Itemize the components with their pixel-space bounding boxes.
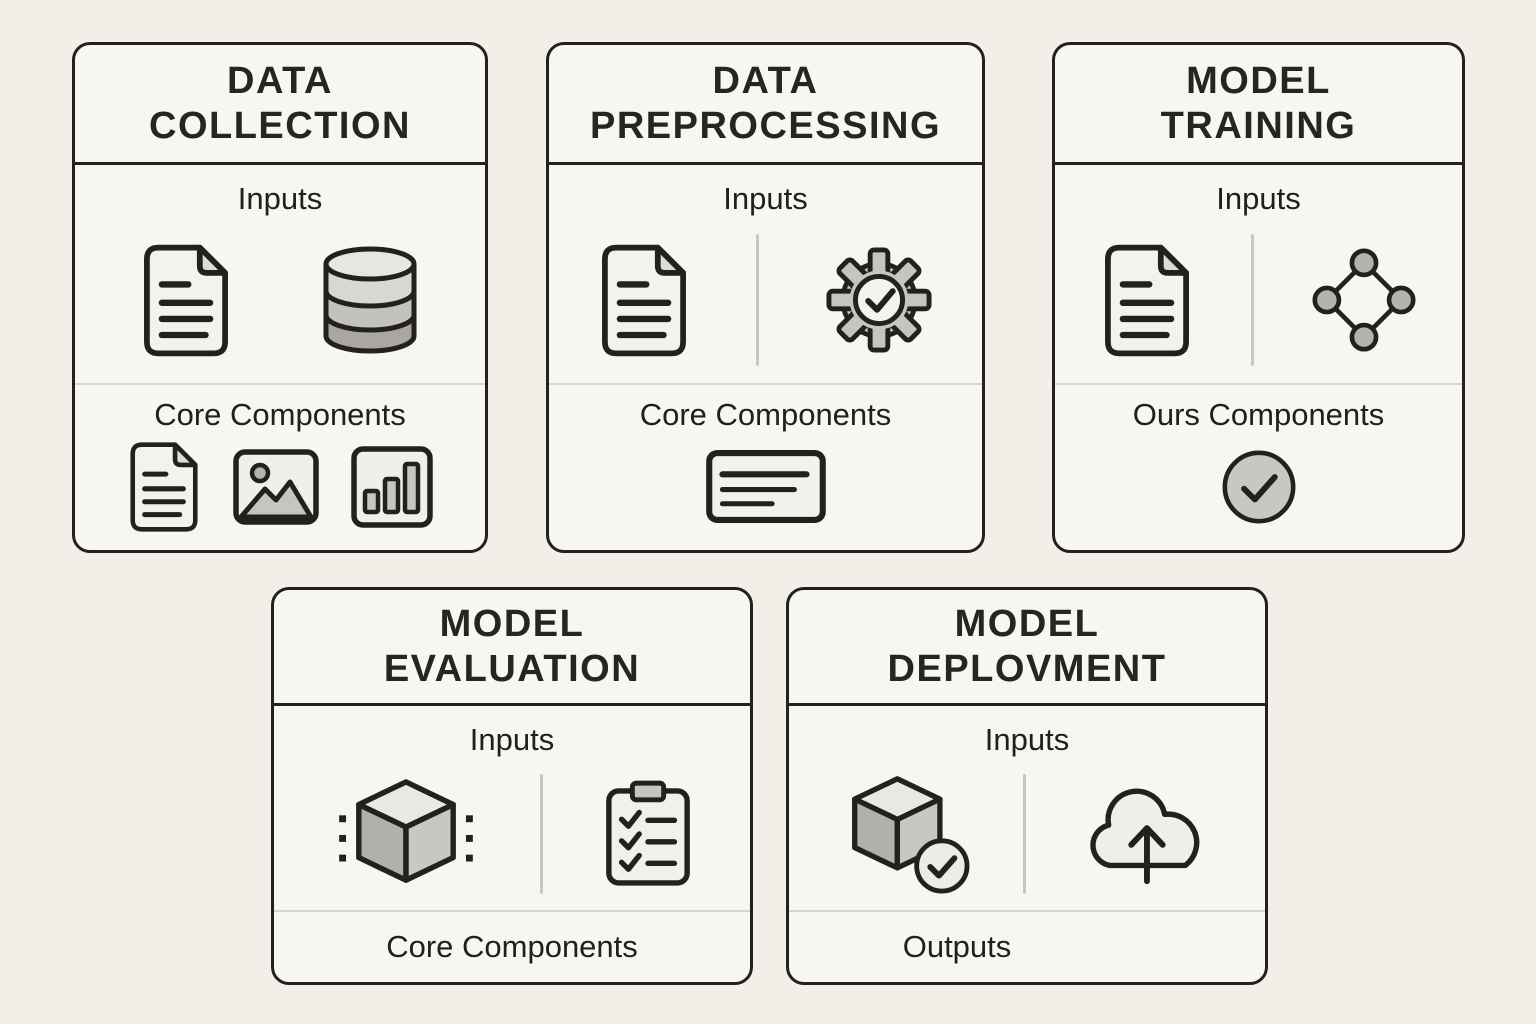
card-title-line2: DEPLOVMENT [887, 647, 1167, 690]
card-title-line1: DATA [712, 59, 819, 102]
image-icon [232, 448, 320, 526]
section-label-core-components: Core Components [639, 397, 892, 432]
core-icons [1055, 433, 1462, 540]
card-title: MODEL DEPLOVMENT [789, 590, 1265, 706]
core-icons [75, 433, 485, 540]
document-icon [1101, 243, 1193, 358]
section-label-inputs: Inputs [984, 722, 1070, 757]
input-divider [756, 234, 759, 366]
card-title-line1: DATA [227, 59, 333, 102]
input-divider [1251, 234, 1254, 366]
card-title-line2: EVALUATION [383, 647, 641, 690]
inputs-icons [549, 217, 982, 383]
network-nodes-icon [1312, 248, 1416, 352]
section-label-inputs: Inputs [237, 181, 323, 216]
document-icon [126, 441, 202, 533]
clipboard-checklist-icon [603, 779, 693, 889]
card-title-line1: MODEL [439, 602, 585, 645]
card-model-training: MODEL TRAINING Inputs Ours Components [1052, 42, 1465, 553]
inputs-section: Inputs [75, 165, 485, 383]
check-circle-icon [1219, 447, 1299, 527]
section-label-ours-components: Ours Components [1132, 397, 1385, 432]
card-title: MODEL EVALUATION [274, 590, 750, 706]
card-title: DATA COLLECTION [75, 45, 485, 165]
core-components-section: Core Components [75, 383, 485, 550]
section-label-inputs: Inputs [1216, 181, 1301, 216]
document-icon [140, 243, 232, 358]
inputs-icons [274, 758, 750, 910]
card-data-preprocessing: DATA PREPROCESSING Inputs Core Component… [546, 42, 985, 553]
gear-check-icon [825, 246, 933, 354]
database-icon [320, 244, 420, 356]
document-icon [598, 243, 690, 358]
inputs-section: Inputs [789, 706, 1265, 910]
card-title-line1: MODEL [954, 602, 1100, 645]
inputs-icons [789, 758, 1265, 910]
input-divider [539, 774, 543, 894]
core-icons [549, 433, 982, 540]
bar-chart-icon [350, 445, 434, 529]
section-label-inputs: Inputs [469, 722, 555, 757]
card-title-line2: PREPROCESSING [589, 104, 942, 147]
core-components-section: Core Components [274, 910, 750, 982]
card-model-evaluation: MODEL EVALUATION Inputs Core Components [271, 587, 753, 985]
inputs-section: Inputs [274, 706, 750, 910]
inputs-icons [75, 217, 485, 383]
card-title: MODEL TRAINING [1055, 45, 1462, 165]
core-components-section: Core Components [549, 383, 982, 550]
outputs-section: Outputs [789, 910, 1265, 982]
card-title-line2: TRAINING [1160, 104, 1357, 147]
inputs-section: Inputs [1055, 165, 1462, 383]
cloud-upload-icon [1076, 779, 1214, 889]
card-data-collection: DATA COLLECTION Inputs Core Components [72, 42, 488, 553]
ours-components-section: Ours Components [1055, 383, 1462, 550]
inputs-icons [1055, 217, 1462, 383]
card-title: DATA PREPROCESSING [549, 45, 982, 165]
section-label-core-components: Core Components [154, 397, 406, 432]
input-divider [1022, 774, 1026, 894]
note-text-icon [705, 449, 827, 524]
cube-check-icon [841, 773, 973, 895]
section-label-outputs: Outputs [902, 929, 1012, 964]
section-label-core-components: Core Components [386, 929, 638, 964]
card-model-deployment: MODEL DEPLOVMENT Inputs Outputs [786, 587, 1268, 985]
section-label-inputs: Inputs [723, 181, 808, 216]
inputs-section: Inputs [549, 165, 982, 383]
card-title-line1: MODEL [1186, 59, 1331, 102]
cube-icon [332, 776, 480, 892]
card-title-line2: COLLECTION [149, 104, 411, 147]
